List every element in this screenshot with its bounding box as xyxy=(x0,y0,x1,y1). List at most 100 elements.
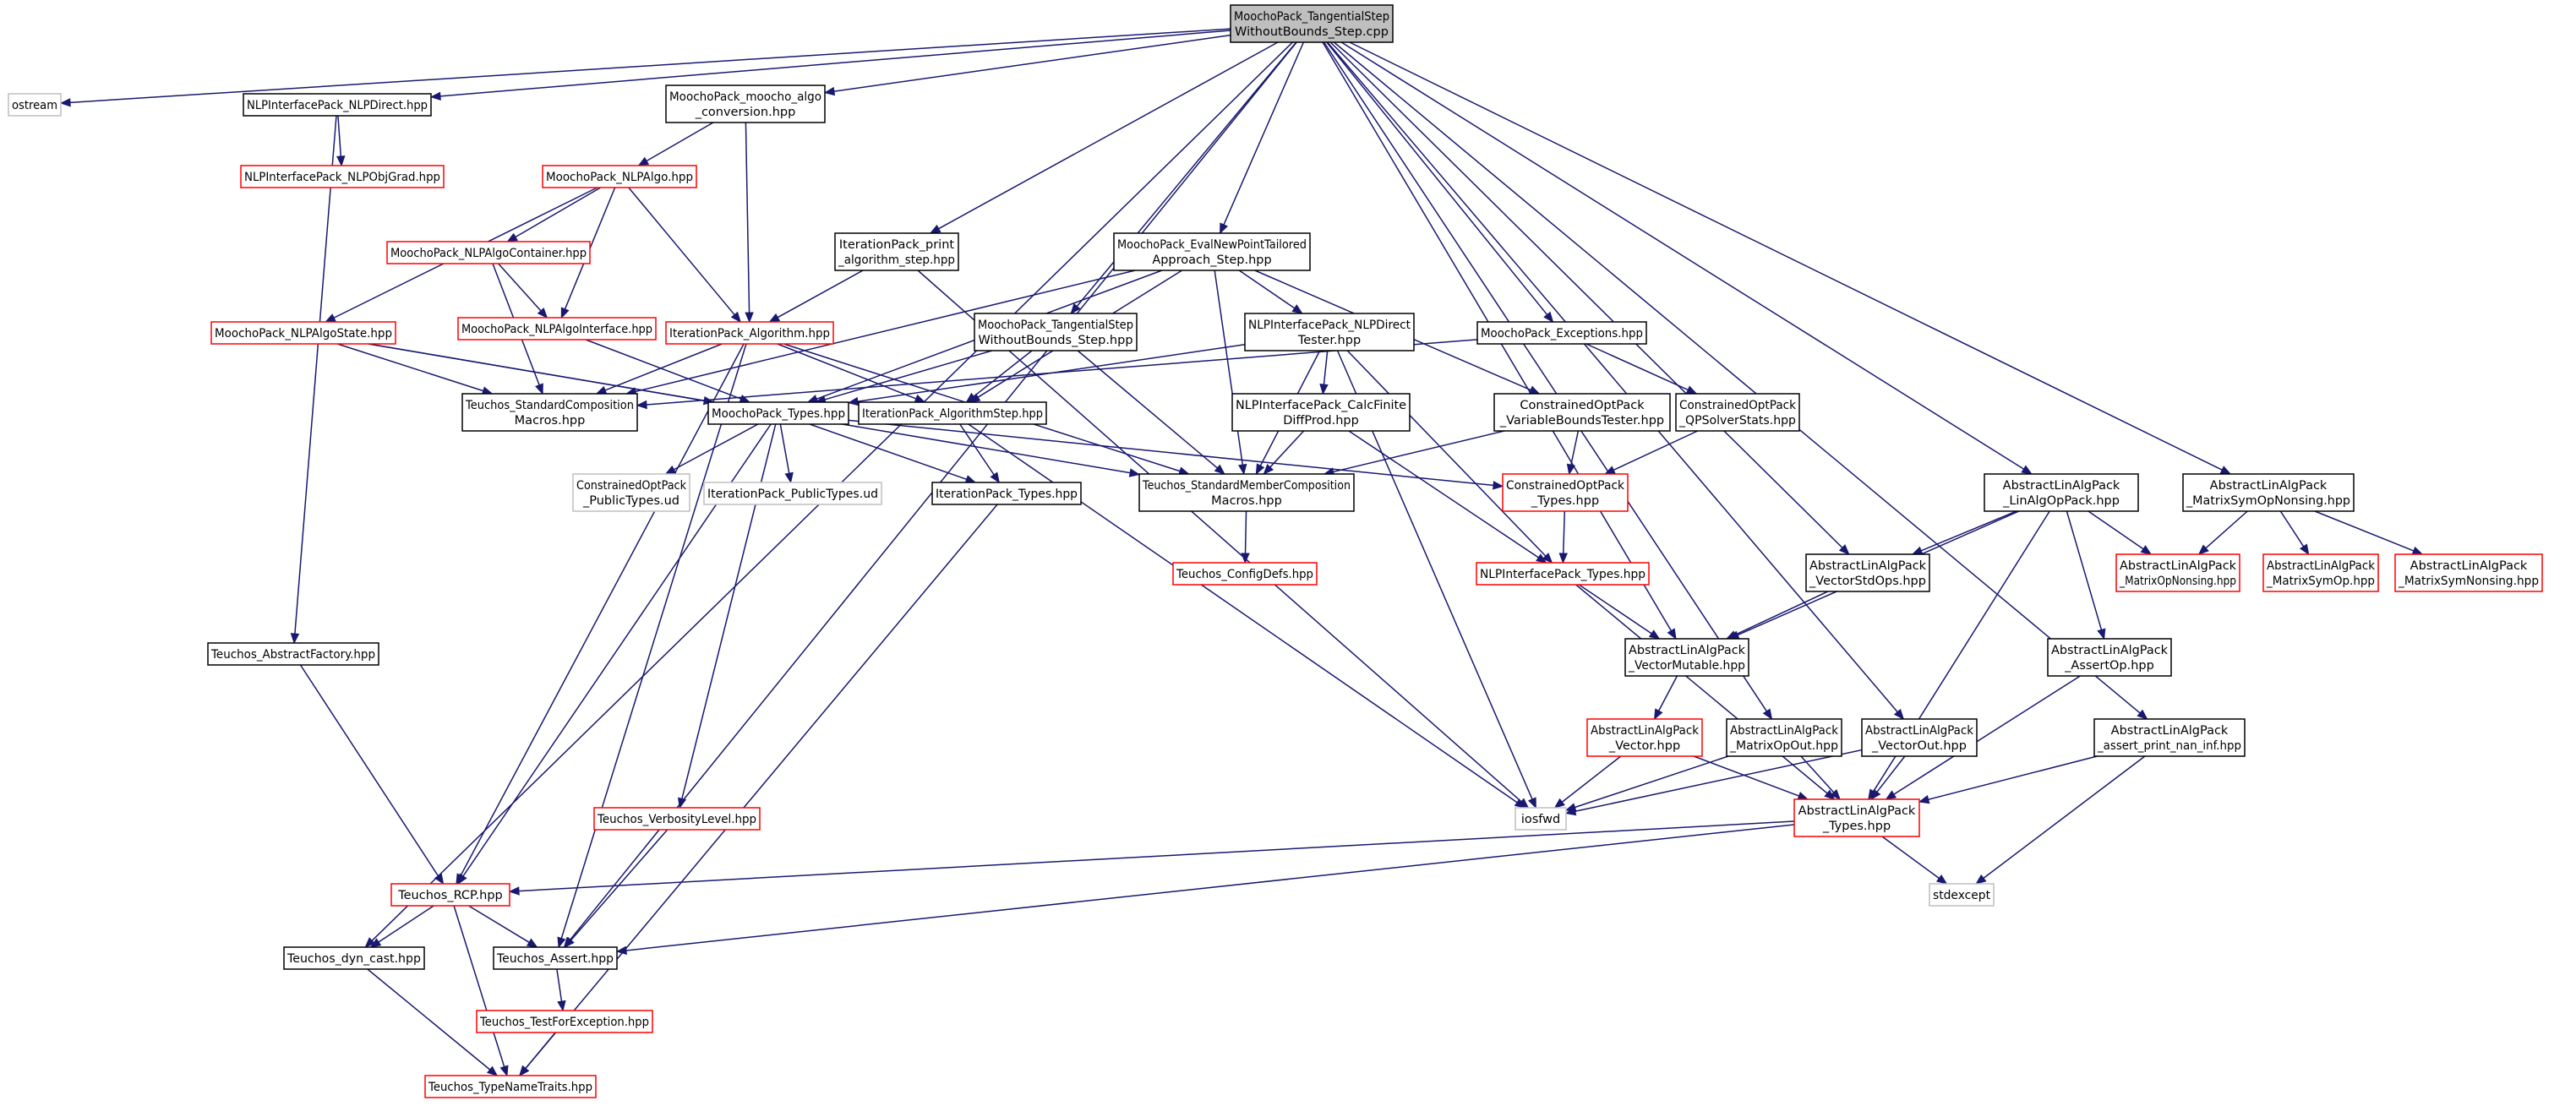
arrowhead-varbounds-to-copttypes xyxy=(1566,463,1576,476)
arrowhead-root-to-ostream xyxy=(59,98,71,107)
node-label-vecmutable-line-1: AbstractLinAlgPack xyxy=(1629,644,1746,657)
node-label-alptypes-line-2: _Types.hpp xyxy=(1822,820,1891,833)
edge-root-to-matsymopnons xyxy=(1349,41,2223,471)
node-vecout[interactable]: AbstractLinAlgPack_VectorOut.hpp xyxy=(1861,718,1978,757)
node-box-absfactory xyxy=(207,642,379,666)
node-matopnons[interactable]: AbstractLinAlgPack_MatrixOpNonsing.hpp xyxy=(2115,553,2240,592)
node-assertprint[interactable]: AbstractLinAlgPack_assert_print_nan_inf.… xyxy=(2093,718,2246,757)
edge-nlpalgo-to-nlpalgocont xyxy=(515,187,601,238)
node-label-matopout-line-1: AbstractLinAlgPack xyxy=(1730,724,1839,738)
node-copttypes[interactable]: ConstrainedOptPack_Types.hpp xyxy=(1502,473,1629,512)
node-ittypes[interactable]: IterationPack_Types.hpp xyxy=(931,482,1082,505)
node-absfactory[interactable]: Teuchos_AbstractFactory.hpp xyxy=(207,642,379,666)
node-assertop[interactable]: AbstractLinAlgPack_AssertOp.hpp xyxy=(2047,638,2172,677)
node-box-itpubtypes xyxy=(703,482,882,505)
node-configdefs[interactable]: Teuchos_ConfigDefs.hpp xyxy=(1172,562,1318,586)
edge-algostep-to-ittypes xyxy=(959,423,995,476)
node-label-stdcomp-line-1: Teuchos_StandardComposition xyxy=(465,399,634,412)
node-matsymop[interactable]: AbstractLinAlgPack_MatrixSymOp.hpp xyxy=(2262,553,2379,592)
node-itpalgo[interactable]: IterationPack_Algorithm.hpp xyxy=(665,321,834,345)
node-alptypes[interactable]: AbstractLinAlgPack_Types.hpp xyxy=(1793,798,1920,837)
node-box-tassert xyxy=(493,946,618,970)
edge-exceptions-to-qpsolver xyxy=(1585,343,1689,391)
node-box-stdcomp xyxy=(461,393,638,432)
arrowhead-nlpdirtester-to-stdmember xyxy=(1255,463,1265,476)
node-box-alptypes xyxy=(1793,798,1920,837)
arrowhead-algoconv-to-nlpalgo xyxy=(637,156,650,166)
node-linalgop[interactable]: AbstractLinAlgPack_LinAlgOpPack.hpp xyxy=(1984,473,2139,512)
node-box-vecstdops xyxy=(1805,553,1930,592)
node-nlpalgo[interactable]: MoochoPack_NLPAlgo.hpp xyxy=(542,165,697,188)
node-box-nlpalgocont xyxy=(386,241,591,264)
arrowhead-root-to-matsymopnons xyxy=(2219,466,2232,475)
node-label-matsymnons-line-1: AbstractLinAlgPack xyxy=(2410,559,2528,573)
node-testforexc[interactable]: Teuchos_TestForException.hpp xyxy=(476,1010,653,1033)
arrowhead-verbosity-to-tassert xyxy=(564,936,575,948)
node-box-nlpalgoiface xyxy=(457,317,657,341)
node-label-moochotypes: MoochoPack_Types.hpp xyxy=(712,407,845,421)
node-label-assertop-line-2: _AssertOp.hpp xyxy=(2064,659,2154,673)
edge-printalgo-to-itpalgo xyxy=(777,270,864,319)
node-label-assertprint-line-1: AbstractLinAlgPack xyxy=(2111,724,2229,738)
node-vector[interactable]: AbstractLinAlgPack_Vector.hpp xyxy=(1586,718,1703,757)
arrowhead-itpalgo-to-algostep xyxy=(914,394,926,403)
node-label-algoconv-line-2: _conversion.hpp xyxy=(695,106,796,119)
node-exceptions[interactable]: MoochoPack_Exceptions.hpp xyxy=(1476,321,1647,345)
edge-stdmember-to-configdefs xyxy=(1244,510,1247,554)
edge-nlpalgostate-to-stdcomp xyxy=(337,343,484,392)
node-dyncast[interactable]: Teuchos_dyn_cast.hpp xyxy=(283,946,425,970)
node-vecstdops[interactable]: AbstractLinAlgPack_VectorStdOps.hpp xyxy=(1805,553,1930,592)
edge-assertop-to-alptypes xyxy=(1893,675,2081,795)
edge-ittypes-to-typenametraits xyxy=(525,504,998,1070)
node-tassert[interactable]: Teuchos_Assert.hpp xyxy=(493,946,618,970)
arrowhead-moochotypes-to-rcp xyxy=(457,873,467,885)
node-stdexcept: stdexcept xyxy=(1929,883,1995,907)
node-label-matsymopnons-line-1: AbstractLinAlgPack xyxy=(2210,479,2328,493)
node-algoconv[interactable]: MoochoPack_moocho_algo_conversion.hpp xyxy=(665,84,826,123)
node-box-stdexcept xyxy=(1929,883,1995,907)
node-nlpalgocont[interactable]: MoochoPack_NLPAlgoContainer.hpp xyxy=(386,241,591,264)
edge-calcfinite-to-nlptypes xyxy=(1348,430,1539,558)
node-box-tangstep xyxy=(974,313,1138,351)
arrowhead-nlpdirtester-to-nlptypes xyxy=(1542,553,1553,564)
node-nlptypes[interactable]: NLPInterfacePack_Types.hpp xyxy=(1476,562,1650,586)
node-box-testforexc xyxy=(476,1010,653,1033)
edge-printalgo-to-iosfwd xyxy=(917,270,1522,803)
node-printalgo[interactable]: IterationPack_print_algorithm_step.hpp xyxy=(834,232,959,271)
node-qpsolver[interactable]: ConstrainedOptPack_QPSolverStats.hpp xyxy=(1675,393,1800,432)
arrowhead-rcp-to-typenametraits xyxy=(499,1065,509,1077)
edge-root-to-vecout xyxy=(1327,41,1898,713)
node-varbounds[interactable]: ConstrainedOptPack_VariableBoundsTester.… xyxy=(1493,393,1671,432)
node-vecmutable[interactable]: AbstractLinAlgPack_VectorMutable.hpp xyxy=(1624,638,1749,677)
node-evalnew[interactable]: MoochoPack_EvalNewPointTailoredApproach_… xyxy=(1113,232,1311,271)
arrowhead-algostep-to-ittypes xyxy=(990,471,1000,484)
node-algostep[interactable]: IterationPack_AlgorithmStep.hpp xyxy=(858,401,1047,425)
node-moochotypes[interactable]: MoochoPack_Types.hpp xyxy=(707,401,849,425)
node-rcp[interactable]: Teuchos_RCP.hpp xyxy=(390,883,510,907)
node-nlpobjgrad[interactable]: NLPInterfacePack_NLPObjGrad.hpp xyxy=(240,165,445,188)
node-nlpdirect[interactable]: NLPInterfacePack_NLPDirect.hpp xyxy=(243,93,432,117)
node-typenametraits[interactable]: Teuchos_TypeNameTraits.hpp xyxy=(424,1075,597,1098)
node-matopout[interactable]: AbstractLinAlgPack_MatrixOpOut.hpp xyxy=(1726,718,1842,757)
edge-itpalgo-to-tassert xyxy=(560,343,747,939)
arrowhead-vecmutable-to-vector xyxy=(1653,708,1663,721)
node-matsymopnons[interactable]: AbstractLinAlgPack_MatrixSymOpNonsing.hp… xyxy=(2182,473,2355,512)
node-stdmember[interactable]: Teuchos_StandardMemberCompositionMacros.… xyxy=(1138,473,1355,512)
node-matsymnons[interactable]: AbstractLinAlgPack_MatrixSymNonsing.hpp xyxy=(2394,553,2543,592)
node-nlpalgoiface[interactable]: MoochoPack_NLPAlgoInterface.hpp xyxy=(457,317,657,341)
node-box-ittypes xyxy=(931,482,1082,505)
node-nlpalgostate[interactable]: MoochoPack_NLPAlgoState.hpp xyxy=(210,321,396,345)
edge-moochotypes-to-verbosity xyxy=(681,423,777,799)
node-tangstep[interactable]: MoochoPack_TangentialStepWithoutBounds_S… xyxy=(974,313,1138,351)
arrowhead-root-to-vecmutable xyxy=(1667,628,1677,640)
node-root[interactable]: MoochoPack_TangentialStepWithoutBounds_S… xyxy=(1230,4,1394,43)
node-verbosity[interactable]: Teuchos_VerbosityLevel.hpp xyxy=(593,807,761,831)
node-label-vecstdops-line-2: _VectorStdOps.hpp xyxy=(1809,575,1926,588)
arrowhead-root-to-tangstep xyxy=(1070,302,1081,315)
node-label-ittypes: IterationPack_Types.hpp xyxy=(936,488,1078,501)
node-label-nlptypes: NLPInterfacePack_Types.hpp xyxy=(1480,568,1645,581)
edge-vecmutable-to-vector xyxy=(1658,675,1678,711)
